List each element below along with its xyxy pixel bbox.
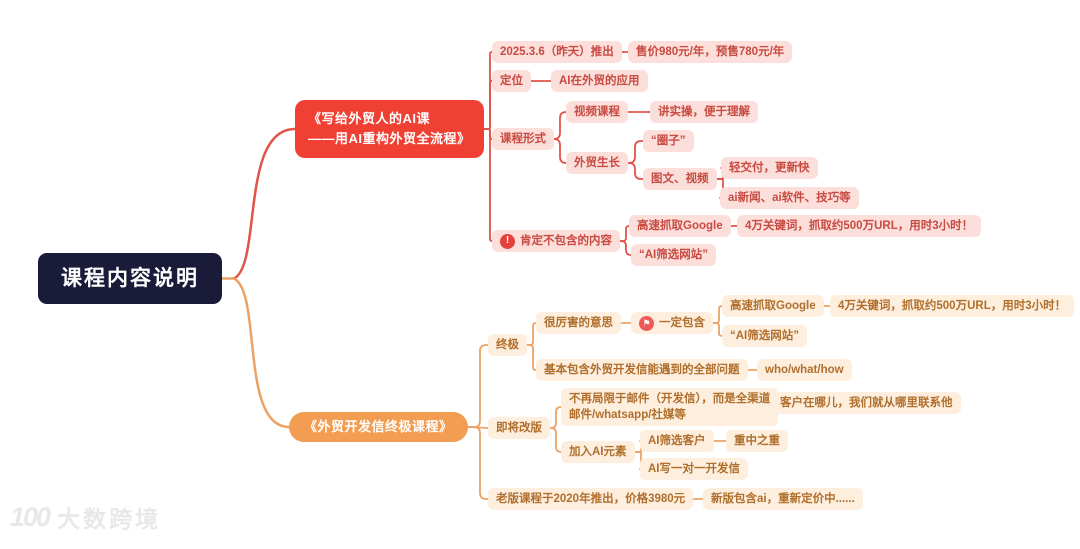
exclamation-circle-icon: !: [500, 233, 515, 249]
node-video-course[interactable]: 视频课程: [566, 101, 628, 124]
node-graphic-video[interactable]: 图文、视频: [643, 168, 717, 191]
google-scrape-red-detail-label: 4万关键词，抓取约500万URL，用时3小时！: [745, 220, 974, 232]
old-version-label: 老版课程于2020年推出，价格3980元: [496, 493, 686, 505]
video-course-label: 视频课程: [574, 106, 620, 118]
root-node[interactable]: 课程内容说明: [38, 253, 222, 305]
must-include-label: 一定包含: [659, 317, 705, 329]
ai-filter-site-orange-label: “AI筛选网站”: [730, 330, 799, 342]
node-positioning-detail[interactable]: AI在外贸的应用: [551, 70, 648, 93]
not-included-label: 肯定不包含的内容: [520, 235, 612, 247]
node-positioning[interactable]: 定位: [492, 70, 531, 93]
revamp-label: 即将改版: [496, 422, 542, 434]
node-top-priority[interactable]: 重中之重: [726, 430, 788, 453]
price-label: 售价980元/年，预售780元/年: [636, 46, 785, 58]
node-awesome[interactable]: 很厉害的意思: [536, 312, 621, 335]
node-google-scrape-red[interactable]: 高速抓取Google: [629, 215, 731, 238]
node-contact-anywhere[interactable]: 客户在哪儿，我们就从哪里联系他: [772, 392, 961, 415]
omnichannel-label: 不再局限于邮件（开发信），而是全渠道 邮件/whatsapp/社媒等: [569, 393, 771, 422]
node-ai-filter-site-red[interactable]: “AI筛选网站”: [631, 244, 716, 267]
contact-anywhere-label: 客户在哪儿，我们就从哪里联系他: [780, 397, 953, 409]
ai-course-title: 《写给外贸人的AI课 ——用AI重构外贸全流程》: [308, 111, 471, 147]
video-course-detail-label: 讲实操，便于理解: [658, 106, 750, 118]
node-revamp[interactable]: 即将改版: [488, 417, 550, 440]
positioning-detail-label: AI在外贸的应用: [559, 75, 640, 87]
node-add-ai[interactable]: 加入AI元素: [561, 441, 635, 464]
ai-filter-site-red-label: “AI筛选网站”: [639, 249, 708, 261]
trade-growth-label: 外贸生长: [574, 157, 620, 169]
awesome-label: 很厉害的意思: [544, 317, 613, 329]
node-who-what-how[interactable]: who/what/how: [757, 359, 852, 382]
light-delivery-label: 轻交付，更新快: [729, 162, 810, 174]
top-priority-label: 重中之重: [734, 435, 780, 447]
node-old-version[interactable]: 老版课程于2020年推出，价格3980元: [488, 488, 694, 511]
node-trade-growth[interactable]: 外贸生长: [566, 152, 628, 175]
google-scrape-orange-detail-label: 4万关键词，抓取约500万URL，用时3小时！: [838, 300, 1067, 312]
circle-label: “圈子”: [651, 135, 686, 147]
launch-date-label: 2025.3.6（昨天）推出: [500, 46, 614, 58]
node-ai-filter-customers[interactable]: AI筛选客户: [640, 430, 714, 453]
watermark-text: 大数跨境: [57, 506, 162, 532]
flag-circle-icon: ⚑: [639, 315, 654, 331]
node-video-course-detail[interactable]: 讲实操，便于理解: [650, 101, 758, 124]
google-scrape-red-label: 高速抓取Google: [637, 220, 723, 232]
ai-one-to-one-label: AI写一对一开发信: [648, 463, 740, 475]
node-google-scrape-orange-detail[interactable]: 4万关键词，抓取约500万URL，用时3小时！: [830, 295, 1075, 318]
node-ai-course[interactable]: 《写给外贸人的AI课 ——用AI重构外贸全流程》: [295, 100, 484, 159]
node-ultimate[interactable]: 终极: [488, 334, 527, 357]
node-omnichannel[interactable]: 不再局限于邮件（开发信），而是全渠道 邮件/whatsapp/社媒等: [561, 388, 779, 427]
node-circle[interactable]: “圈子”: [643, 130, 694, 153]
root-label: 课程内容说明: [61, 267, 199, 290]
node-ai-filter-site-orange[interactable]: “AI筛选网站”: [722, 325, 807, 348]
who-what-how-label: who/what/how: [765, 364, 844, 376]
node-course-format[interactable]: 课程形式: [492, 128, 554, 151]
node-price[interactable]: 售价980元/年，预售780元/年: [628, 41, 793, 64]
node-launch-date[interactable]: 2025.3.6（昨天）推出: [492, 41, 622, 64]
google-scrape-orange-label: 高速抓取Google: [730, 300, 816, 312]
node-must-include[interactable]: ⚑ 一定包含: [631, 312, 713, 335]
ultimate-course-title: 《外贸开发信终极课程》: [304, 419, 453, 434]
ai-filter-customers-label: AI筛选客户: [648, 435, 706, 447]
graphic-video-label: 图文、视频: [651, 173, 709, 185]
node-not-included[interactable]: ! 肯定不包含的内容: [492, 230, 620, 253]
ultimate-label: 终极: [496, 339, 519, 351]
add-ai-label: 加入AI元素: [569, 446, 627, 458]
ai-news-label: ai新闻、ai软件、技巧等: [728, 192, 851, 204]
node-google-scrape-orange[interactable]: 高速抓取Google: [722, 295, 824, 318]
node-ai-one-to-one[interactable]: AI写一对一开发信: [640, 458, 748, 481]
node-ultimate-course[interactable]: 《外贸开发信终极课程》: [289, 412, 468, 443]
node-google-scrape-red-detail[interactable]: 4万关键词，抓取约500万URL，用时3小时！: [737, 215, 982, 238]
new-version-label: 新版包含ai，重新定价中......: [711, 493, 855, 505]
covers-all-label: 基本包含外贸开发信能遇到的全部问题: [544, 364, 740, 376]
course-format-label: 课程形式: [500, 133, 546, 145]
watermark-logo: 100: [10, 501, 51, 532]
node-covers-all[interactable]: 基本包含外贸开发信能遇到的全部问题: [536, 359, 748, 382]
node-ai-news[interactable]: ai新闻、ai软件、技巧等: [720, 187, 859, 210]
node-new-version[interactable]: 新版包含ai，重新定价中......: [703, 488, 863, 511]
node-light-delivery[interactable]: 轻交付，更新快: [721, 157, 818, 180]
watermark: 100 大数跨境: [10, 500, 161, 534]
positioning-label: 定位: [500, 75, 523, 87]
